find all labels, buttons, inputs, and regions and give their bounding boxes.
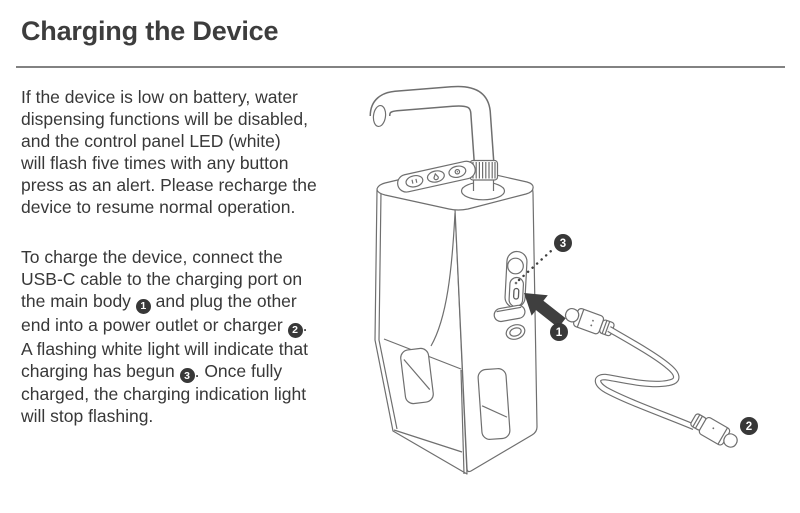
inline-callout-badge: 1 (135, 298, 151, 314)
svg-text:3: 3 (560, 238, 566, 250)
spout-mouth (372, 104, 387, 128)
inline-callout-badge: 2 (287, 322, 303, 338)
usb-c-port (512, 287, 520, 300)
right-window-cutout (477, 368, 511, 440)
led-indicator (514, 281, 518, 285)
cover-grommet (505, 324, 526, 340)
callout-2-badge: 2 (740, 417, 758, 435)
control-button (405, 174, 424, 188)
svg-text:1: 1 (556, 327, 563, 339)
control-button (426, 170, 445, 183)
callout-1-badge: 1 (550, 323, 568, 341)
control-button (448, 165, 467, 179)
control-panel (397, 160, 476, 193)
paragraph-charging-steps: To charge the device, connect the USB-C … (21, 247, 308, 427)
device-body-left-face (374, 189, 468, 475)
page-title: Charging the Device (21, 16, 279, 46)
paragraph-low-battery: If the device is low on battery, water d… (21, 87, 317, 217)
instructions-column: If the device is low on battery, water d… (21, 86, 373, 427)
usb-cable (594, 326, 696, 430)
port-recess-circle (507, 257, 524, 275)
svg-text:2: 2 (746, 421, 752, 433)
usb-c-connector-charger-end (690, 413, 738, 448)
insert-arrow-icon (524, 293, 566, 328)
callout-3-badge: 3 (554, 234, 572, 252)
usb-c-connector-plug (564, 307, 615, 337)
port-cover-flap (493, 304, 526, 323)
title-divider (16, 66, 785, 68)
charging-port-panel (504, 250, 528, 309)
inline-callout-badge: 3 (179, 368, 195, 384)
left-window-cutout (400, 347, 434, 405)
device-spout (369, 85, 499, 192)
callout-leader-dotted-line (517, 249, 553, 282)
